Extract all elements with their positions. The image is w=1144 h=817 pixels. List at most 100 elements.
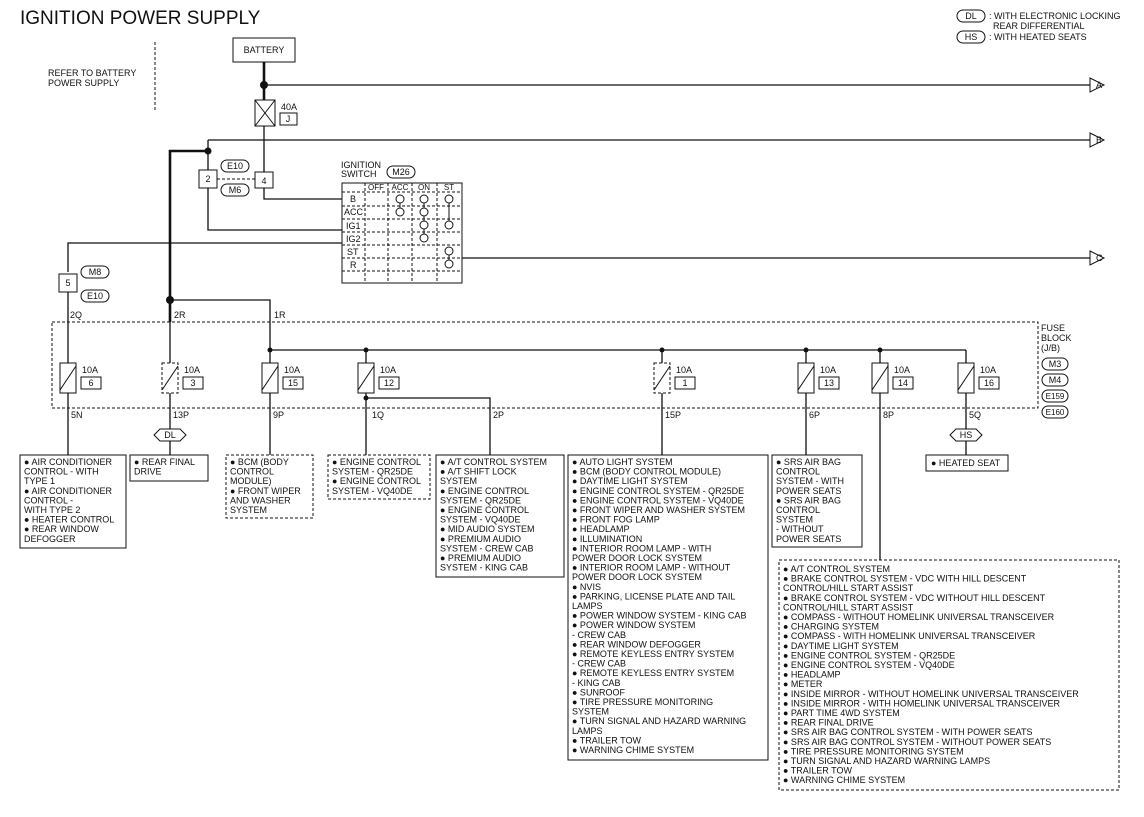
fuse-16-rating: 10A — [980, 365, 996, 375]
list-8-line: ● A/T CONTROL SYSTEM — [783, 564, 890, 574]
list-7-line: POWER SEATS — [776, 486, 841, 496]
fuse-6: 10A 6 5N — [59, 322, 102, 455]
list-6-line: ● TIRE PRESSURE MONITORING — [572, 697, 713, 707]
fb-conn-e160 — [1041, 405, 1069, 419]
list-6-line: LAMPS — [572, 601, 603, 611]
list-8-line: ● REAR FINAL DRIVE — [783, 718, 874, 728]
fuse-3-wire: 13P — [173, 410, 189, 420]
list-8-line: ● BRAKE CONTROL SYSTEM - VDC WITHOUT HIL… — [783, 593, 1046, 603]
list-6-line: ● REAR WINDOW DEFOGGER — [572, 639, 701, 649]
list-6-line: ● POWER WINDOW SYSTEM — [572, 620, 695, 630]
list-1-line: TYPE 1 — [24, 476, 55, 486]
list-7-line: POWER SEATS — [776, 534, 841, 544]
list-5-line: ● PREMIUM AUDIO — [440, 553, 521, 563]
legend-hs-text: : WITH HEATED SEATS — [989, 32, 1087, 42]
list-8-line: ● METER — [783, 679, 823, 689]
fuse-3-num: 3 — [190, 378, 195, 388]
list-1-line: ● AIR CONDITIONER — [24, 457, 112, 467]
list-5-line: ● MID AUDIO SYSTEM — [440, 524, 534, 534]
option-dl-label: DL — [164, 430, 176, 440]
legend-dl-code: DL — [965, 11, 977, 21]
list-5-line: SYSTEM — [440, 476, 477, 486]
ign-label-1: IGNITION — [341, 160, 381, 170]
list-8-line: ● INSIDE MIRROR - WITHOUT HOMELINK UNIVE… — [783, 689, 1079, 699]
list-box-6 — [567, 454, 769, 761]
fuse-block-label-1: FUSE — [1041, 323, 1065, 333]
fuse-block-label-3: (J/B) — [1041, 343, 1060, 353]
list-6-line: SYSTEM — [572, 707, 609, 717]
legend: DL : WITH ELECTRONIC LOCKING REAR DIFFER… — [956, 9, 1121, 44]
list-6-line: POWER DOOR LOCK SYSTEM — [572, 572, 702, 582]
list-7-line: CONTROL — [776, 505, 820, 515]
list-7-line: SYSTEM - WITH — [776, 476, 844, 486]
pin-4-label: 4 — [261, 176, 266, 186]
list-6-line: ● DAYTIME LIGHT SYSTEM — [572, 476, 688, 486]
ign-row-r: R — [350, 260, 357, 270]
ign-col-off: OFF — [368, 183, 384, 192]
list-1-line: CONTROL - WITH — [24, 467, 99, 477]
list-6-line: ● SUNROOF — [572, 687, 625, 697]
list-6-line: ● TRAILER TOW — [572, 735, 641, 745]
fb-conn-m3 — [1041, 357, 1069, 371]
list-6-line: ● PARKING, LICENSE PLATE AND TAIL — [572, 591, 735, 601]
fuse-14-num: 14 — [898, 378, 908, 388]
arrow-b-label: B — [1096, 135, 1102, 145]
list-7-line: - WITHOUT — [776, 524, 824, 534]
wire-1r — [170, 299, 271, 322]
list-8-line: ● TRAILER TOW — [783, 766, 852, 776]
fuse-1-wire: 15P — [665, 410, 681, 420]
list-3-line: MODULE) — [230, 476, 272, 486]
ign-label-2: SWITCH — [341, 169, 377, 179]
fusible-link-id-box — [279, 112, 298, 126]
ign-row-b: B — [350, 194, 356, 204]
list-8-line: ● SRS AIR BAG CONTROL SYSTEM - WITHOUT P… — [783, 737, 1051, 747]
fuse-13-rating: 10A — [820, 365, 836, 375]
conn-e10b-label: E10 — [87, 291, 103, 301]
list-6-line: ● INTERIOR ROOM LAMP - WITHOUT — [572, 563, 731, 573]
fuse-1-rating: 10A — [676, 365, 692, 375]
legend-dl-tag — [956, 9, 986, 23]
fb-conn-m4-label: M4 — [1049, 375, 1062, 385]
fuse-14-wire: 8P — [883, 410, 894, 420]
fuse-6-num: 6 — [88, 378, 93, 388]
fusible-link-x — [254, 99, 276, 127]
wire-ig1 — [207, 188, 342, 231]
fuse-14-rating: 10A — [894, 365, 910, 375]
list-3-line: SYSTEM — [230, 505, 267, 515]
list-8-line: ● TURN SIGNAL AND HAZARD WARNING LAMPS — [783, 756, 990, 766]
ign-row-ig2: IG2 — [346, 234, 361, 244]
list-1-line: ● HEATER CONTROL — [24, 515, 114, 525]
conn-m6-label: M6 — [229, 185, 242, 195]
list-8-line: CONTROL/HILL START ASSIST — [783, 602, 914, 612]
arrow-c — [1089, 250, 1106, 266]
list-8-line: ● COMPASS - WITH HOMELINK UNIVERSAL TRAN… — [783, 631, 1036, 641]
conn-m8-label: M8 — [89, 267, 102, 277]
option-dl: DL — [153, 428, 187, 455]
list-8-line: ● WARNING CHIME SYSTEM — [783, 775, 905, 785]
list-5-line: ● PREMIUM AUDIO — [440, 534, 521, 544]
ign-row-acc: ACC — [344, 207, 364, 217]
list-8-line: ● PART TIME 4WD SYSTEM — [783, 708, 900, 718]
list-6-line: ● ILLUMINATION — [572, 534, 642, 544]
battery-label: BATTERY — [244, 45, 285, 55]
arrow-a — [1089, 77, 1106, 93]
pin-5-label: 5 — [65, 278, 70, 288]
fb-conn-m4 — [1041, 373, 1069, 387]
conn-m6-tag — [220, 183, 250, 197]
refer-line-2: POWER SUPPLY — [48, 78, 119, 88]
list-box-8 — [778, 559, 1120, 791]
fb-conn-e160-label: E160 — [1046, 408, 1065, 417]
ignition-switch-table: OFF ACC ON ST B ACC IG1 IG2 ST R — [341, 182, 463, 284]
fuse-13-wire: 6P — [809, 410, 820, 420]
fusible-link-id: J — [286, 114, 291, 124]
wire-ig2 — [67, 242, 342, 272]
fusible-link-rating: 40A — [281, 102, 297, 112]
refer-line-1: REFER TO BATTERY — [48, 68, 136, 78]
ign-col-st: ST — [444, 183, 454, 192]
fuse-13-num: 13 — [824, 378, 834, 388]
fuse-13: 10A 13 6P — [797, 350, 840, 455]
list-4-line: SYSTEM - QR25DE — [332, 467, 413, 477]
legend-hs-code: HS — [965, 32, 978, 42]
list-6-line: ● ENGINE CONTROL SYSTEM - QR25DE — [572, 486, 744, 496]
list-8-line: ● ENGINE CONTROL SYSTEM - VQ40DE — [783, 660, 955, 670]
